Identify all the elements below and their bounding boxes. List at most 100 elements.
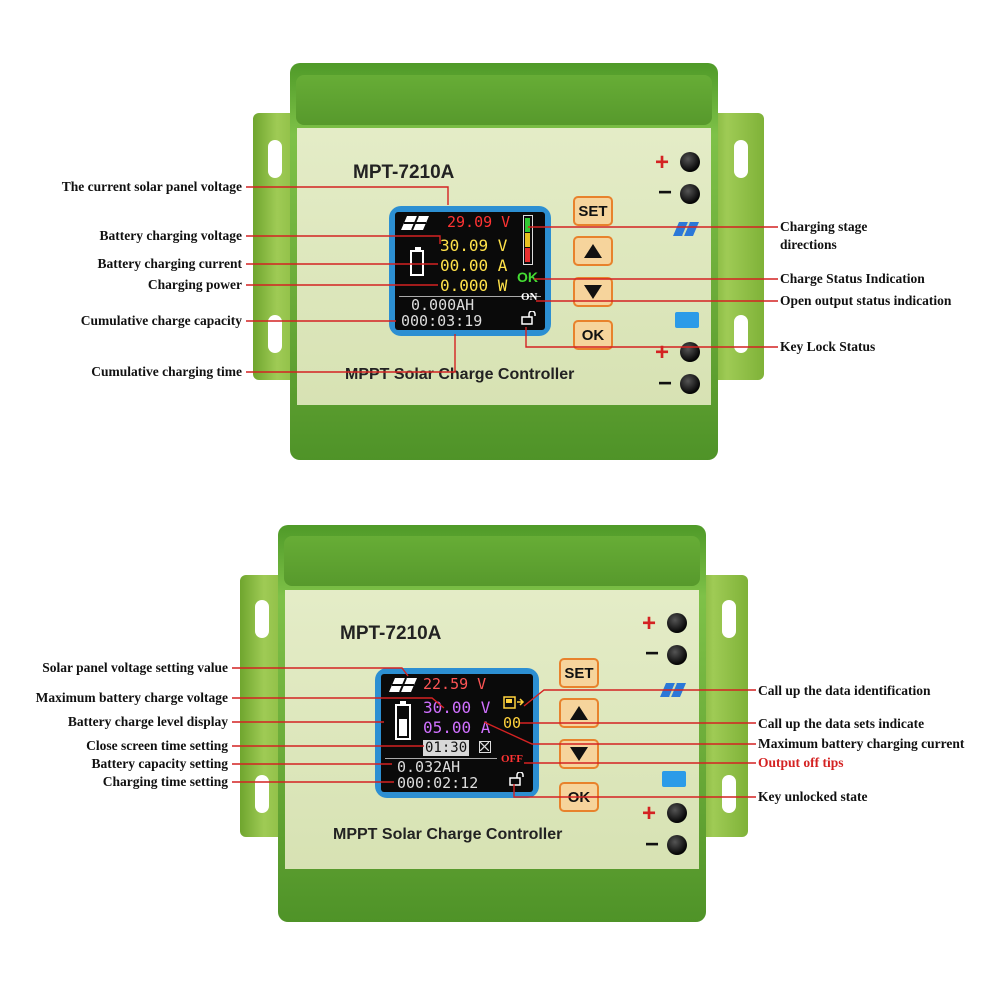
battery-symbol-icon	[675, 312, 699, 328]
solar-negative-terminal	[680, 184, 700, 204]
mount-slot	[734, 140, 748, 178]
label-max-charge-voltage: Maximum battery charge voltage	[35, 690, 228, 705]
label-output-off-tips: Output off tips	[758, 755, 844, 770]
label-charging-time: Cumulative charging time	[91, 364, 242, 379]
battery-level-fill	[399, 719, 407, 736]
arrow-up-icon	[570, 706, 588, 720]
charge-current-readout: 00.00 A	[440, 256, 508, 275]
bottom-model-name: MPT-7210A	[340, 623, 442, 644]
leader-solar-voltage-setting	[232, 667, 409, 677]
charging-stage-bar	[523, 215, 533, 265]
label-key-unlocked: Key unlocked state	[758, 789, 868, 804]
key-lock-icon	[521, 311, 536, 325]
arrow-up-icon	[584, 244, 602, 258]
mount-slot	[722, 775, 736, 813]
arrow-down-icon	[570, 747, 588, 761]
top-ok-button[interactable]: OK	[573, 320, 613, 350]
data-set-readout: 00	[503, 714, 522, 732]
charge-capacity-readout: 0.000AH	[411, 296, 475, 314]
label-close-screen-time: Close screen time setting	[86, 738, 228, 753]
plus-sign-icon: +	[642, 610, 657, 637]
minus-sign-icon: −	[658, 370, 673, 397]
bottom-brand-text: MPPT Solar Charge Controller	[333, 826, 563, 843]
close-screen-time-readout: 01:30	[423, 740, 470, 756]
plus-sign-icon: +	[655, 149, 670, 176]
leader-key-lock	[525, 327, 778, 348]
top-down-button[interactable]	[573, 277, 613, 307]
minus-sign-icon: −	[645, 640, 660, 667]
charge-status-ok: OK	[517, 269, 538, 285]
screen-off-icon	[479, 741, 491, 753]
charge-power-readout: 0.000 W	[440, 276, 508, 295]
solar-panel-icon	[673, 222, 699, 236]
label-solar-voltage: The current solar panel voltage	[61, 179, 242, 194]
solar-positive-terminal	[680, 152, 700, 172]
label-charging-stage-line2: directions	[780, 237, 837, 252]
charge-voltage-readout: 30.09 V	[440, 236, 508, 255]
top-device-rim	[296, 75, 712, 125]
stage-segment-float	[525, 218, 530, 232]
label-charge-capacity: Cumulative charge capacity	[80, 313, 242, 328]
battery-icon	[410, 247, 424, 276]
battery-positive-terminal	[667, 803, 687, 823]
bottom-device-rim	[284, 536, 700, 586]
label-charging-power: Charging power	[147, 277, 242, 292]
data-call-icon	[503, 696, 525, 709]
mount-slot	[722, 600, 736, 638]
leader-data-identification	[523, 689, 756, 707]
max-current-readout: 05.00 A	[423, 718, 491, 737]
label-solar-voltage-setting: Solar panel voltage setting value	[42, 660, 228, 675]
label-charging-time-setting: Charging time setting	[102, 774, 228, 789]
leader-solar-voltage	[246, 186, 449, 205]
arrow-down-icon	[584, 285, 602, 299]
label-charge-voltage: Battery charging voltage	[99, 228, 242, 243]
output-off-indicator: OFF	[501, 753, 523, 765]
mount-slot	[255, 600, 269, 638]
label-battery-level: Battery charge level display	[67, 714, 228, 729]
leader-max-charging-current	[483, 721, 756, 745]
top-brand-text: MPPT Solar Charge Controller	[345, 366, 575, 383]
minus-sign-icon: −	[658, 179, 673, 206]
mount-slot	[268, 315, 282, 353]
top-up-button[interactable]	[573, 236, 613, 266]
label-data-sets: Call up the data sets indicate	[758, 716, 925, 731]
solar-positive-terminal	[667, 613, 687, 633]
battery-capacity-readout: 0.032AH	[397, 758, 461, 776]
label-charge-status: Charge Status Indication	[780, 271, 925, 286]
battery-negative-terminal	[680, 374, 700, 394]
top-lcd-screen: 29.09 V 30.09 V 00.00 A 0.000 W OK ON 0.…	[395, 212, 545, 330]
label-max-charging-current: Maximum battery charging current	[758, 736, 965, 751]
solar-voltage-setting-readout: 22.59 V	[423, 675, 487, 693]
label-charging-stage: Charging stage	[780, 219, 868, 234]
solar-negative-terminal	[667, 645, 687, 665]
stage-segment-absorb	[525, 233, 530, 247]
mount-slot	[268, 140, 282, 178]
charging-time-setting-readout: 000:02:12	[397, 774, 479, 792]
minus-sign-icon: −	[645, 831, 660, 858]
solar-voltage-readout: 29.09 V	[447, 213, 511, 231]
battery-symbol-icon	[662, 771, 686, 787]
top-set-button[interactable]: SET	[573, 196, 613, 226]
leader-charging-time	[246, 334, 456, 373]
key-unlock-icon	[509, 772, 524, 786]
label-charge-current: Battery charging current	[97, 256, 242, 271]
leader-charge-voltage	[246, 235, 441, 244]
top-model-name: MPT-7210A	[353, 162, 455, 183]
label-key-lock: Key Lock Status	[780, 339, 876, 354]
bottom-set-button[interactable]: SET	[559, 658, 599, 688]
battery-level-icon	[395, 701, 411, 740]
screen-divider	[385, 758, 497, 759]
mount-slot	[734, 315, 748, 353]
max-voltage-readout: 30.00 V	[423, 698, 491, 717]
screen-divider	[399, 296, 541, 297]
label-output-status: Open output status indication	[780, 293, 952, 308]
output-status-on: ON	[521, 291, 538, 303]
label-battery-capacity: Battery capacity setting	[91, 756, 228, 771]
leader-max-charge-voltage	[232, 697, 445, 709]
stage-segment-bulk	[525, 248, 530, 262]
leader-key-unlocked	[513, 784, 756, 798]
label-data-identification: Call up the data identification	[758, 683, 931, 698]
solar-panel-icon	[389, 678, 417, 692]
mount-slot	[255, 775, 269, 813]
